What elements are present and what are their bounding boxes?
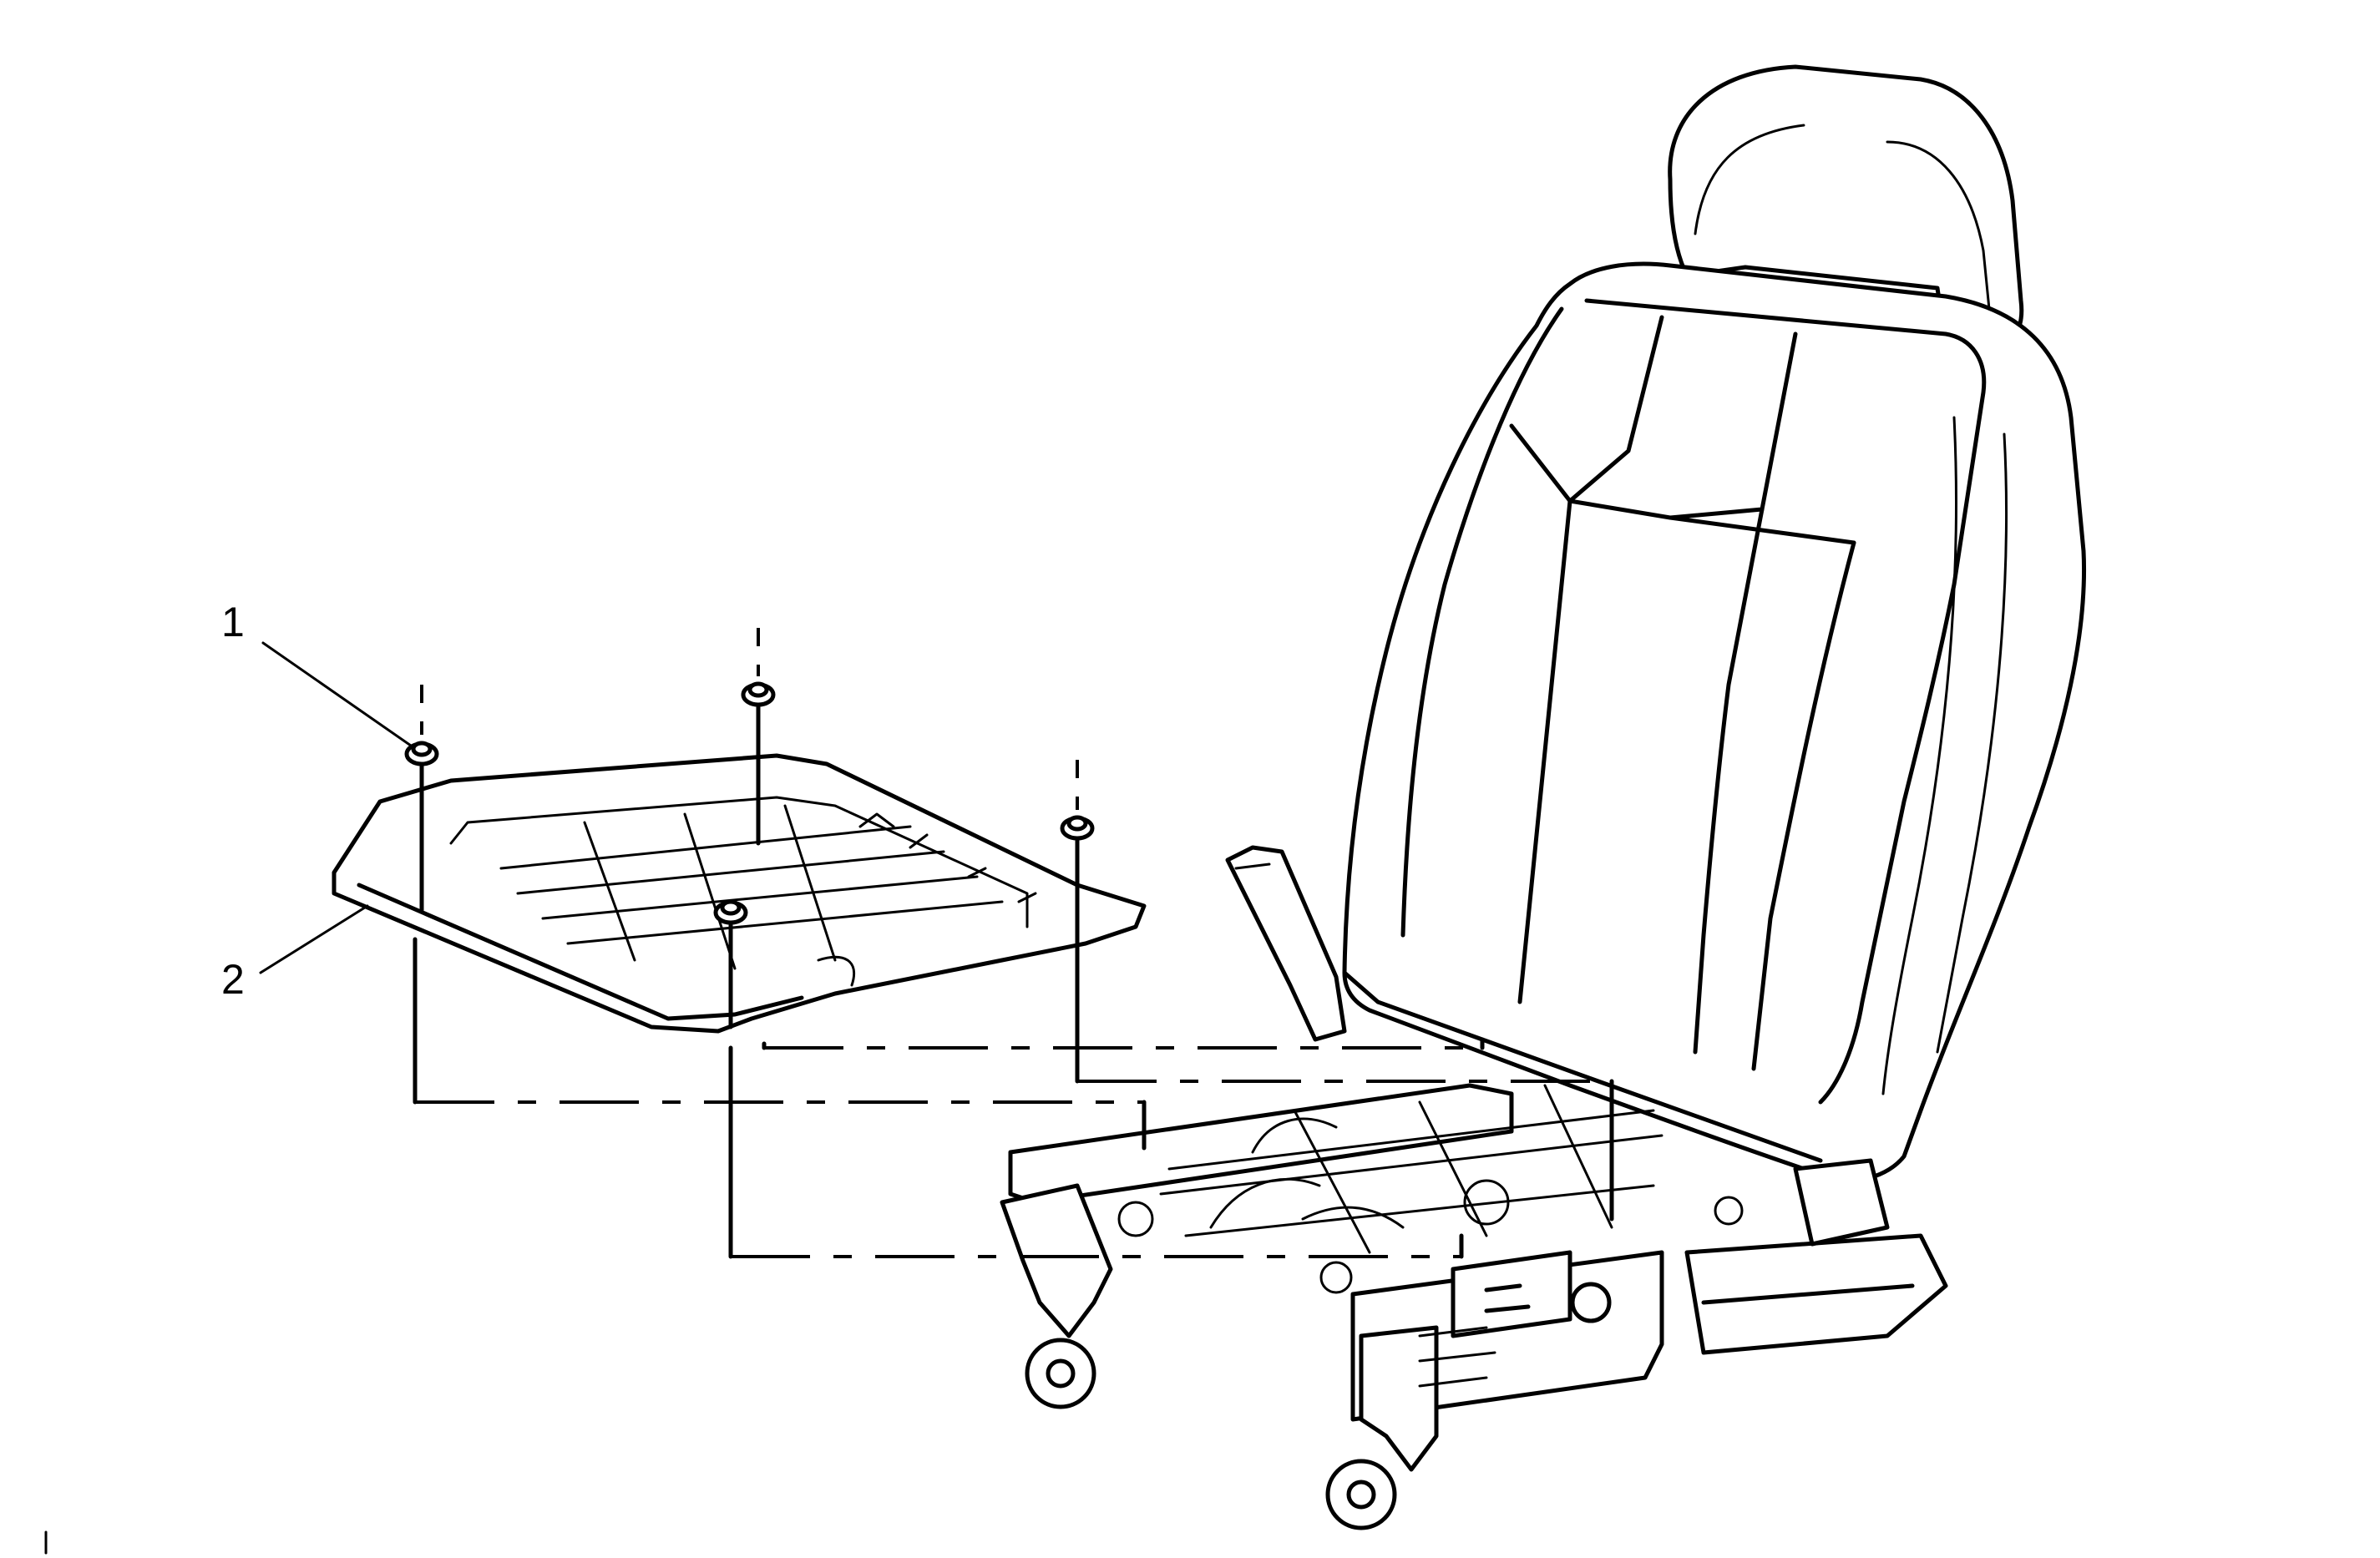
callout-2: 2 [221, 956, 245, 1003]
nut-icon [411, 681, 1088, 916]
seat-pan-shield-icon [332, 753, 1147, 1034]
callout-1: 1 [221, 599, 245, 645]
explode-lines [413, 628, 1614, 1259]
seat-assembly-icon [1225, 64, 2087, 1183]
callout-leaders [259, 641, 413, 974]
seat-frame [1000, 1083, 1948, 1530]
